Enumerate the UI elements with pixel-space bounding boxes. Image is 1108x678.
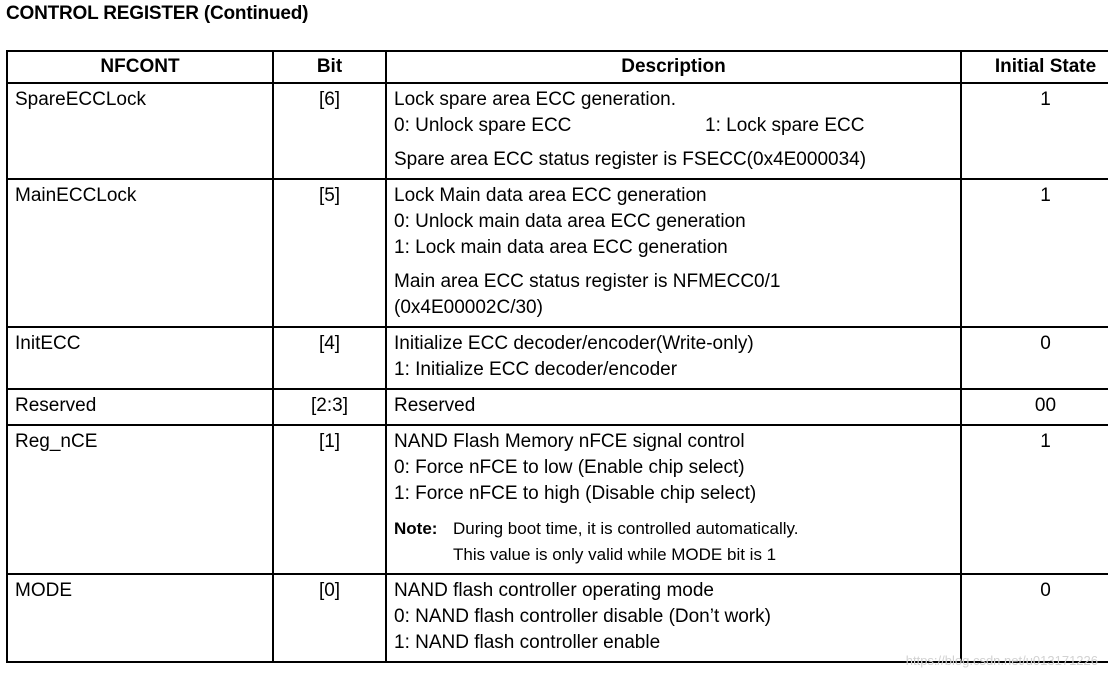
description-line: 1: Force nFCE to high (Disable chip sele… [394,483,757,504]
note-label: Note: [394,519,438,538]
field-bit: [4] [272,326,387,390]
field-initial-state: 1 [960,82,1108,180]
field-description: Reserved [385,388,962,426]
header-bit: Bit [272,50,387,84]
table-row: InitECC [4] Initialize ECC decoder/encod… [6,326,1108,390]
description-line: 1: NAND flash controller enable [394,632,661,653]
note-block: Note: During boot time, it is controlled… [394,516,953,568]
note-body: During boot time, it is controlled autom… [453,516,799,568]
table-row: Reg_nCE [1] NAND Flash Memory nFCE signa… [6,424,1108,575]
description-line: Reserved [394,395,476,416]
field-name: MainECCLock [6,178,274,328]
watermark-text: https://blog.csdn.net/u013171226 [905,653,1098,668]
field-name: Reg_nCE [6,424,274,575]
field-description: Initialize ECC decoder/encoder(Write-onl… [385,326,962,390]
description-line: Lock Main data area ECC generation [394,185,707,206]
field-description: Lock spare area ECC generation. 0: Unloc… [385,82,962,180]
header-initial-state: Initial State [960,50,1108,84]
description-line: Initialize ECC decoder/encoder(Write-onl… [394,333,754,354]
field-initial-state: 00 [960,388,1108,426]
description-line: NAND flash controller operating mode [394,580,714,601]
description-line: (0x4E00002C/30) [394,297,543,318]
table-row: MODE [0] NAND flash controller operating… [6,573,1108,663]
table-row: Reserved [2:3] Reserved 00 [6,388,1108,426]
field-bit: [0] [272,573,387,663]
table-row: SpareECCLock [6] Lock spare area ECC gen… [6,82,1108,180]
field-initial-state: 1 [960,424,1108,575]
header-nfcont: NFCONT [6,50,274,84]
field-bit: [1] [272,424,387,575]
field-description: NAND flash controller operating mode 0: … [385,573,962,663]
field-name: Reserved [6,388,274,426]
field-description: Lock Main data area ECC generation 0: Un… [385,178,962,328]
field-name: MODE [6,573,274,663]
description-line: NAND Flash Memory nFCE signal control [394,431,745,452]
field-initial-state: 0 [960,326,1108,390]
field-initial-state: 1 [960,178,1108,328]
description-paragraph: Main area ECC status register is NFMECC0… [394,271,781,292]
page-title: CONTROL REGISTER (Continued) [6,3,309,24]
description-line: 1: Initialize ECC decoder/encoder [394,359,678,380]
field-bit: [6] [272,82,387,180]
description-paragraph: Spare area ECC status register is FSECC(… [394,149,867,170]
note-line: During boot time, it is controlled autom… [453,519,799,538]
option-0: 0: Unlock spare ECC [394,115,572,136]
field-bit: [5] [272,178,387,328]
description-line: Lock spare area ECC generation. [394,89,676,110]
option-1: 1: Lock spare ECC [705,115,865,136]
description-options: 0: Unlock spare ECC 1: Lock spare ECC [394,113,953,139]
description-line: 0: NAND flash controller disable (Don’t … [394,606,771,627]
field-name: SpareECCLock [6,82,274,180]
note-line: This value is only valid while MODE bit … [453,545,777,564]
table-header-row: NFCONT Bit Description Initial State [6,50,1108,84]
field-description: NAND Flash Memory nFCE signal control 0:… [385,424,962,575]
table-row: MainECCLock [5] Lock Main data area ECC … [6,178,1108,328]
description-line: 0: Force nFCE to low (Enable chip select… [394,457,745,478]
field-initial-state: 0 [960,573,1108,663]
description-line: 1: Lock main data area ECC generation [394,237,728,258]
register-table: NFCONT Bit Description Initial State Spa… [6,50,1108,663]
description-line: 0: Unlock main data area ECC generation [394,211,746,232]
field-bit: [2:3] [272,388,387,426]
header-description: Description [385,50,962,84]
field-name: InitECC [6,326,274,390]
